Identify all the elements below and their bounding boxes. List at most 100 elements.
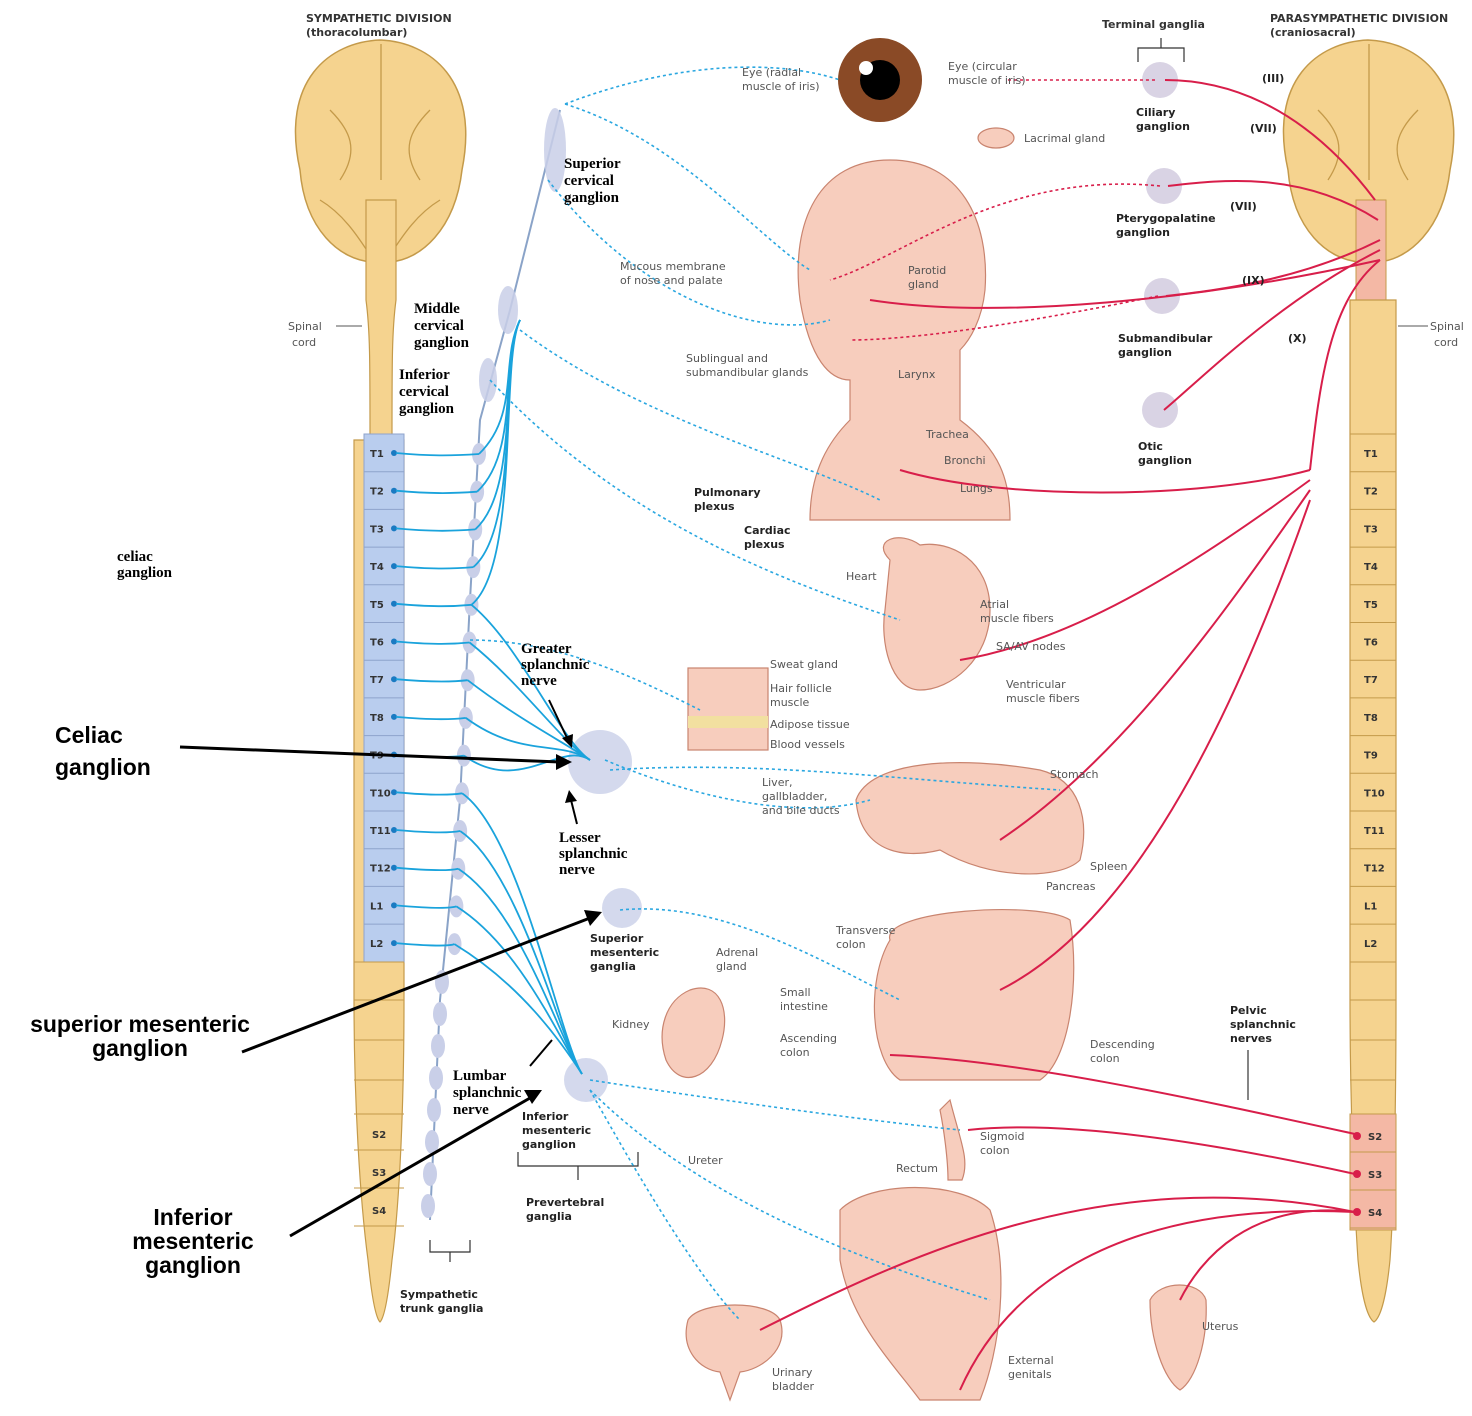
inferior-mesenteric-big-label-2: mesenteric [132,1228,254,1254]
right-spinal-cord-label-2: cord [1434,336,1458,349]
urinary-bladder [686,1305,782,1400]
right-segment-label-t12: T12 [1364,864,1385,875]
eye-highlight [859,61,873,75]
trunk-ganglia-bracket [430,1240,470,1262]
right-segment-label-l1: L1 [1364,901,1377,912]
trunk-ganglion [427,1098,441,1122]
otic-ganglion [1142,392,1178,428]
lacrimal-label: Lacrimal gland [1024,132,1105,145]
genitals [840,1188,1001,1401]
left-brainstem [366,200,396,440]
trachea-label: Trachea [925,428,969,441]
lumbar-splanchnic-arrow [530,1040,552,1066]
left-sacral-label-s3: S3 [372,1168,386,1179]
uterus [1150,1285,1206,1390]
middle-cervical-label-3: ganglion [414,335,470,351]
kidney [662,988,724,1077]
pelvic-label-3: nerves [1230,1032,1272,1045]
parasympathetic-header: PARASYMPATHETIC DIVISION [1270,12,1448,25]
greater-splanchnic-label-2: splanchnic [521,657,590,673]
lungs-label: Lungs [960,482,993,495]
celiac-big-label-1: Celiac [55,722,123,748]
pancreas-label: Pancreas [1046,880,1096,893]
superior-cervical-label-1: Superior [564,156,621,172]
spleen-label: Spleen [1090,860,1128,873]
large-annotations: Celiac ganglion superior mesenteric gang… [30,700,602,1278]
para-pelvic-rectum [968,1127,1355,1174]
right-segment-label-t9: T9 [1364,751,1378,762]
sympathetic-root-t1 [396,453,479,455]
cranial-nerve-vii-b: (VII) [1230,200,1257,213]
cranial-nerve-x: (X) [1288,332,1307,345]
inferior-mesenteric-big-label-1: Inferior [153,1204,232,1230]
prevertebral-bracket [518,1152,638,1180]
right-segment-label-t2: T2 [1364,487,1378,498]
ascending-label-1: Ascending [780,1032,837,1045]
left-segment-label-t10: T10 [370,788,391,799]
liver-label-3: and bile ducts [762,804,840,817]
superior-cervical-label-3: ganglion [564,190,620,206]
atrial-label-1: Atrial [980,598,1009,611]
left-segment-label-t1: T1 [370,449,384,460]
pelvic-label-1: Pelvic [1230,1004,1267,1017]
intestines [874,910,1073,1080]
trunk-ganglion [421,1194,435,1218]
right-segment-label-t11: T11 [1364,826,1385,837]
otic-label-2: ganglion [1138,454,1192,467]
otic-label-1: Otic [1138,440,1163,453]
ventricular-label-2: muscle fibers [1006,692,1080,705]
sympathetic-root-t11 [396,830,460,832]
parasympathetic-subheader: (craniosacral) [1270,26,1356,39]
liver-label-2: gallbladder, [762,790,827,803]
superior-cervical-label-2: cervical [564,173,614,189]
sym-trunk-label-2: trunk ganglia [400,1302,483,1315]
mucous-label-1: Mucous membrane [620,260,726,273]
inferior-mesenteric-arrowhead [524,1090,542,1104]
para-vagus-heart [960,480,1310,660]
eye-radial-label-1: Eye (radial [742,66,801,79]
lesser-splanchnic-label-3: nerve [559,862,595,878]
pterygopalatine-label-2: ganglion [1116,226,1170,239]
submandibular-label-2: ganglion [1118,346,1172,359]
larynx-label: Larynx [898,368,936,381]
right-segment-label-t10: T10 [1364,788,1385,799]
pulmonary-label-1: Pulmonary [694,486,761,499]
sup-mesenteric-small-label-2: mesenteric [590,946,659,959]
sympathetic-root-t7 [396,679,468,681]
ciliary-label-2: ganglion [1136,120,1190,133]
sup-mesenteric-small-label-3: ganglia [590,960,636,973]
inf-mesenteric-small-label-2: mesenteric [522,1124,591,1137]
lesser-splanchnic-arrow [571,800,577,824]
superior-mesenteric-big-label-2: ganglion [92,1035,188,1061]
sympathetic-root-lines [396,320,590,1074]
adipose-layer [688,716,768,728]
ventricular-label-1: Ventricular [1006,678,1066,691]
left-sacral-label-s4: S4 [372,1206,386,1217]
left-segment-label-t4: T4 [370,562,384,573]
pelvic-label-2: splanchnic [1230,1018,1296,1031]
prevertebral-label-1: Prevertebral [526,1196,604,1209]
inf-mesenteric-small-label-1: Inferior [522,1110,569,1123]
adrenal-label-2: gland [716,960,747,973]
sympathetic-root-t2 [396,491,477,493]
skin-label-hair: Hair follicle [770,682,832,695]
left-segment-label-t11: T11 [370,826,391,837]
skin-section [688,668,768,750]
middle-cervical-ganglion [498,286,518,334]
ascending-label-2: colon [780,1046,810,1059]
superior-mesenteric-big-label-1: superior mesenteric [30,1011,250,1037]
left-segment-label-t2: T2 [370,487,384,498]
lumbar-splanchnic-label-1: Lumbar [453,1068,507,1084]
left-segment-label-t8: T8 [370,713,384,724]
left-sacral-label-s2: S2 [372,1130,386,1141]
right-segment-label-t7: T7 [1364,675,1378,686]
superior-cervical-ganglion [544,108,566,192]
inferior-mesenteric-big-label-3: ganglion [145,1252,241,1278]
terminal-ganglia-label: Terminal ganglia [1102,18,1205,31]
fiber-rectum [590,1080,960,1130]
right-sacral-label-s2: S2 [1368,1132,1382,1143]
sigmoid-label-2: colon [980,1144,1010,1157]
kidney-label: Kidney [612,1018,650,1031]
lumbar-splanchnic-label-3: nerve [453,1102,489,1118]
inferior-cervical-label-1: Inferior [399,367,450,383]
